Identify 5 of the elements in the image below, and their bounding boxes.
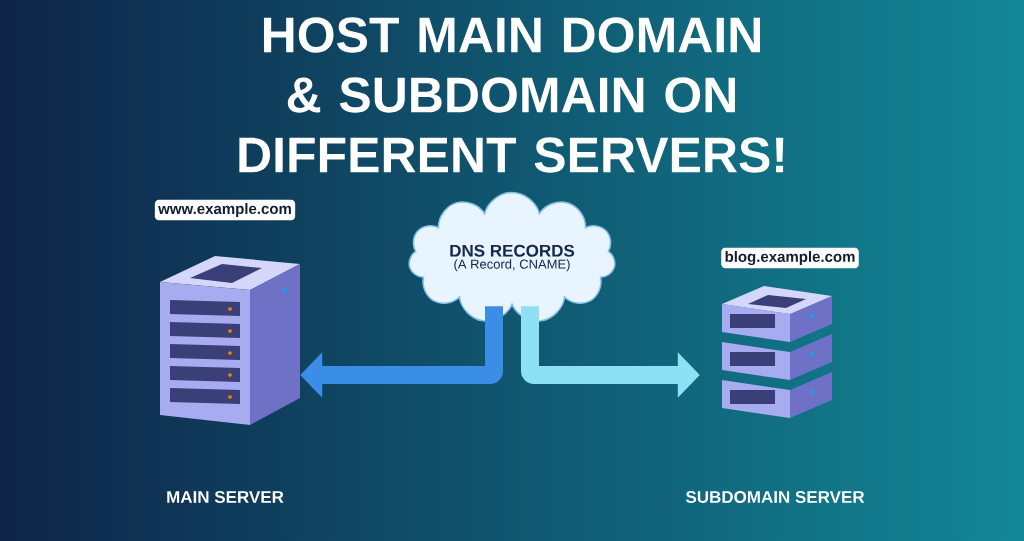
cloud: DNS RECORDS (A Record, CNAME) — [408, 191, 616, 322]
server-name: SUBDOMAIN SERVER — [685, 491, 865, 504]
title: HOST MAIN DOMAIN & SUBDOMAIN ON DIFFERENT SERVERS! — [239, 17, 784, 173]
server-name: MAIN SERVER — [167, 491, 284, 504]
domain-label: blog.example.com — [721, 247, 859, 269]
